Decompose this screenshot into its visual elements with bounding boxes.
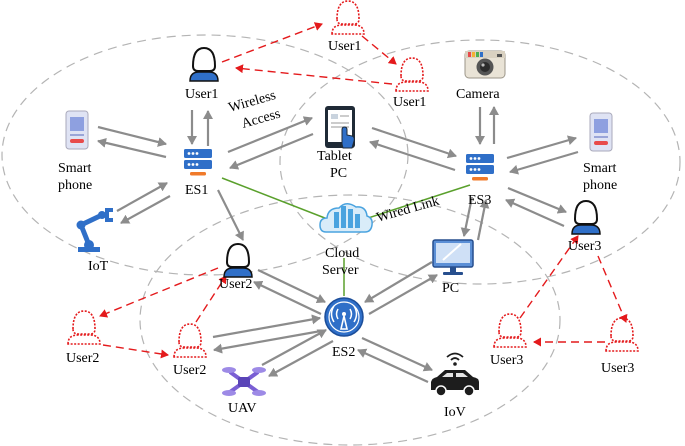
label-iov: IoV	[444, 405, 466, 420]
wired-links	[221, 177, 471, 296]
user2-ghost-left-icon	[67, 310, 101, 345]
label-smart-right: Smart	[583, 161, 617, 176]
antenna-icon	[324, 297, 364, 337]
label-user2-left: User2	[66, 351, 99, 366]
label-user1-top: User1	[328, 39, 361, 54]
smartphone-right-icon	[589, 112, 613, 152]
label-user1-right: User1	[393, 95, 426, 110]
label-tablet-pc: PC	[330, 166, 347, 181]
label-user2-mid: User2	[173, 363, 206, 378]
es1-server-icon	[184, 149, 212, 176]
label-es1: ES1	[185, 183, 208, 198]
label-uav: UAV	[228, 401, 257, 416]
robot-arm-icon	[76, 208, 113, 252]
label-server: Server	[322, 263, 359, 278]
smartphone-left-icon	[65, 110, 89, 150]
label-user3-right: User3	[601, 361, 634, 376]
user3-ghost-mid-icon	[493, 313, 527, 348]
label-phone-right: phone	[583, 178, 617, 193]
es2-coverage	[139, 194, 561, 446]
user2-icon	[223, 243, 253, 278]
label-user2: User2	[219, 277, 252, 292]
user3-ghost-right-icon	[605, 317, 639, 352]
label-pc: PC	[442, 281, 459, 296]
es3-server-icon	[466, 154, 494, 181]
label-phone-left: phone	[58, 178, 92, 193]
label-tablet: Tablet	[317, 149, 352, 164]
label-user3: User3	[568, 239, 601, 254]
label-es2: ES2	[332, 345, 355, 360]
car-icon	[431, 352, 479, 397]
user3-icon	[571, 200, 601, 235]
user1-ghost-top-icon	[331, 0, 365, 35]
label-wired-link: Wired Link	[375, 194, 441, 226]
wireless-arrows	[97, 106, 579, 384]
tablet-icon	[325, 106, 355, 149]
label-smart-left: Smart	[58, 161, 92, 176]
camera-icon	[464, 50, 506, 79]
mobility-arrows	[99, 22, 628, 359]
user2-ghost-mid-icon	[173, 323, 207, 358]
label-cloud: Cloud	[325, 246, 359, 261]
user1-icon	[189, 47, 219, 82]
label-user1: User1	[185, 87, 218, 102]
drone-icon	[222, 367, 266, 396]
label-es3: ES3	[468, 193, 491, 208]
label-iot: IoT	[88, 259, 109, 274]
es3-coverage	[279, 39, 681, 285]
label-camera: Camera	[456, 87, 500, 102]
user1-ghost-right-icon	[395, 57, 429, 92]
monitor-icon	[432, 239, 474, 275]
cloud-server-icon	[319, 203, 373, 233]
label-user3-mid: User3	[490, 353, 523, 368]
